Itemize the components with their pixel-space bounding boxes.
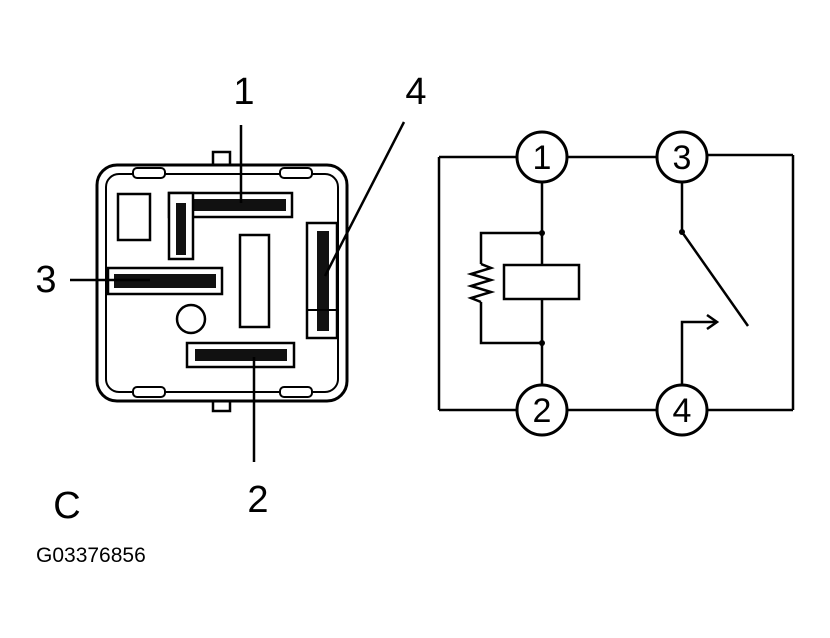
node-1 (515, 130, 569, 184)
node-label-1: 1 (533, 139, 552, 177)
figure-code: G03376856 (36, 544, 146, 567)
terminal-label-4: 4 (405, 71, 426, 113)
switch-contact (680, 320, 716, 385)
resistor-wire (479, 302, 542, 345)
terminal-label-2: 2 (247, 479, 268, 521)
terminal-label-1: 1 (233, 71, 254, 113)
node-label-4: 4 (673, 392, 692, 430)
relay-schematic: 1 3 2 4 (437, 130, 795, 437)
terminal-1-blade (190, 199, 286, 211)
suppression-resistor (466, 262, 496, 304)
relay-coil (502, 263, 581, 301)
housing-notch (279, 386, 313, 398)
terminal-label-3: 3 (35, 259, 56, 301)
terminal-2-blade (195, 349, 287, 361)
center-slot (238, 233, 271, 329)
locating-hole (175, 303, 207, 335)
terminal-1-lead-blade (176, 203, 186, 255)
switch-arm (680, 231, 750, 327)
cavity-slot (116, 192, 152, 242)
relay-connector-view: 1 4 3 2 (35, 71, 426, 521)
resistor-wire (479, 231, 542, 264)
housing-notch (132, 386, 166, 398)
figure-label: C (53, 485, 80, 527)
housing-notch (279, 167, 313, 179)
node-3 (655, 130, 709, 184)
housing-notch (132, 167, 166, 179)
node-4 (655, 383, 709, 437)
node-label-2: 2 (533, 392, 552, 430)
switch-contact-arrow (706, 313, 720, 331)
node-2 (515, 383, 569, 437)
terminal-3-blade (114, 274, 216, 288)
leader-line-4 (323, 121, 406, 277)
terminal-4-blade (317, 231, 329, 331)
node-label-3: 3 (673, 139, 692, 177)
